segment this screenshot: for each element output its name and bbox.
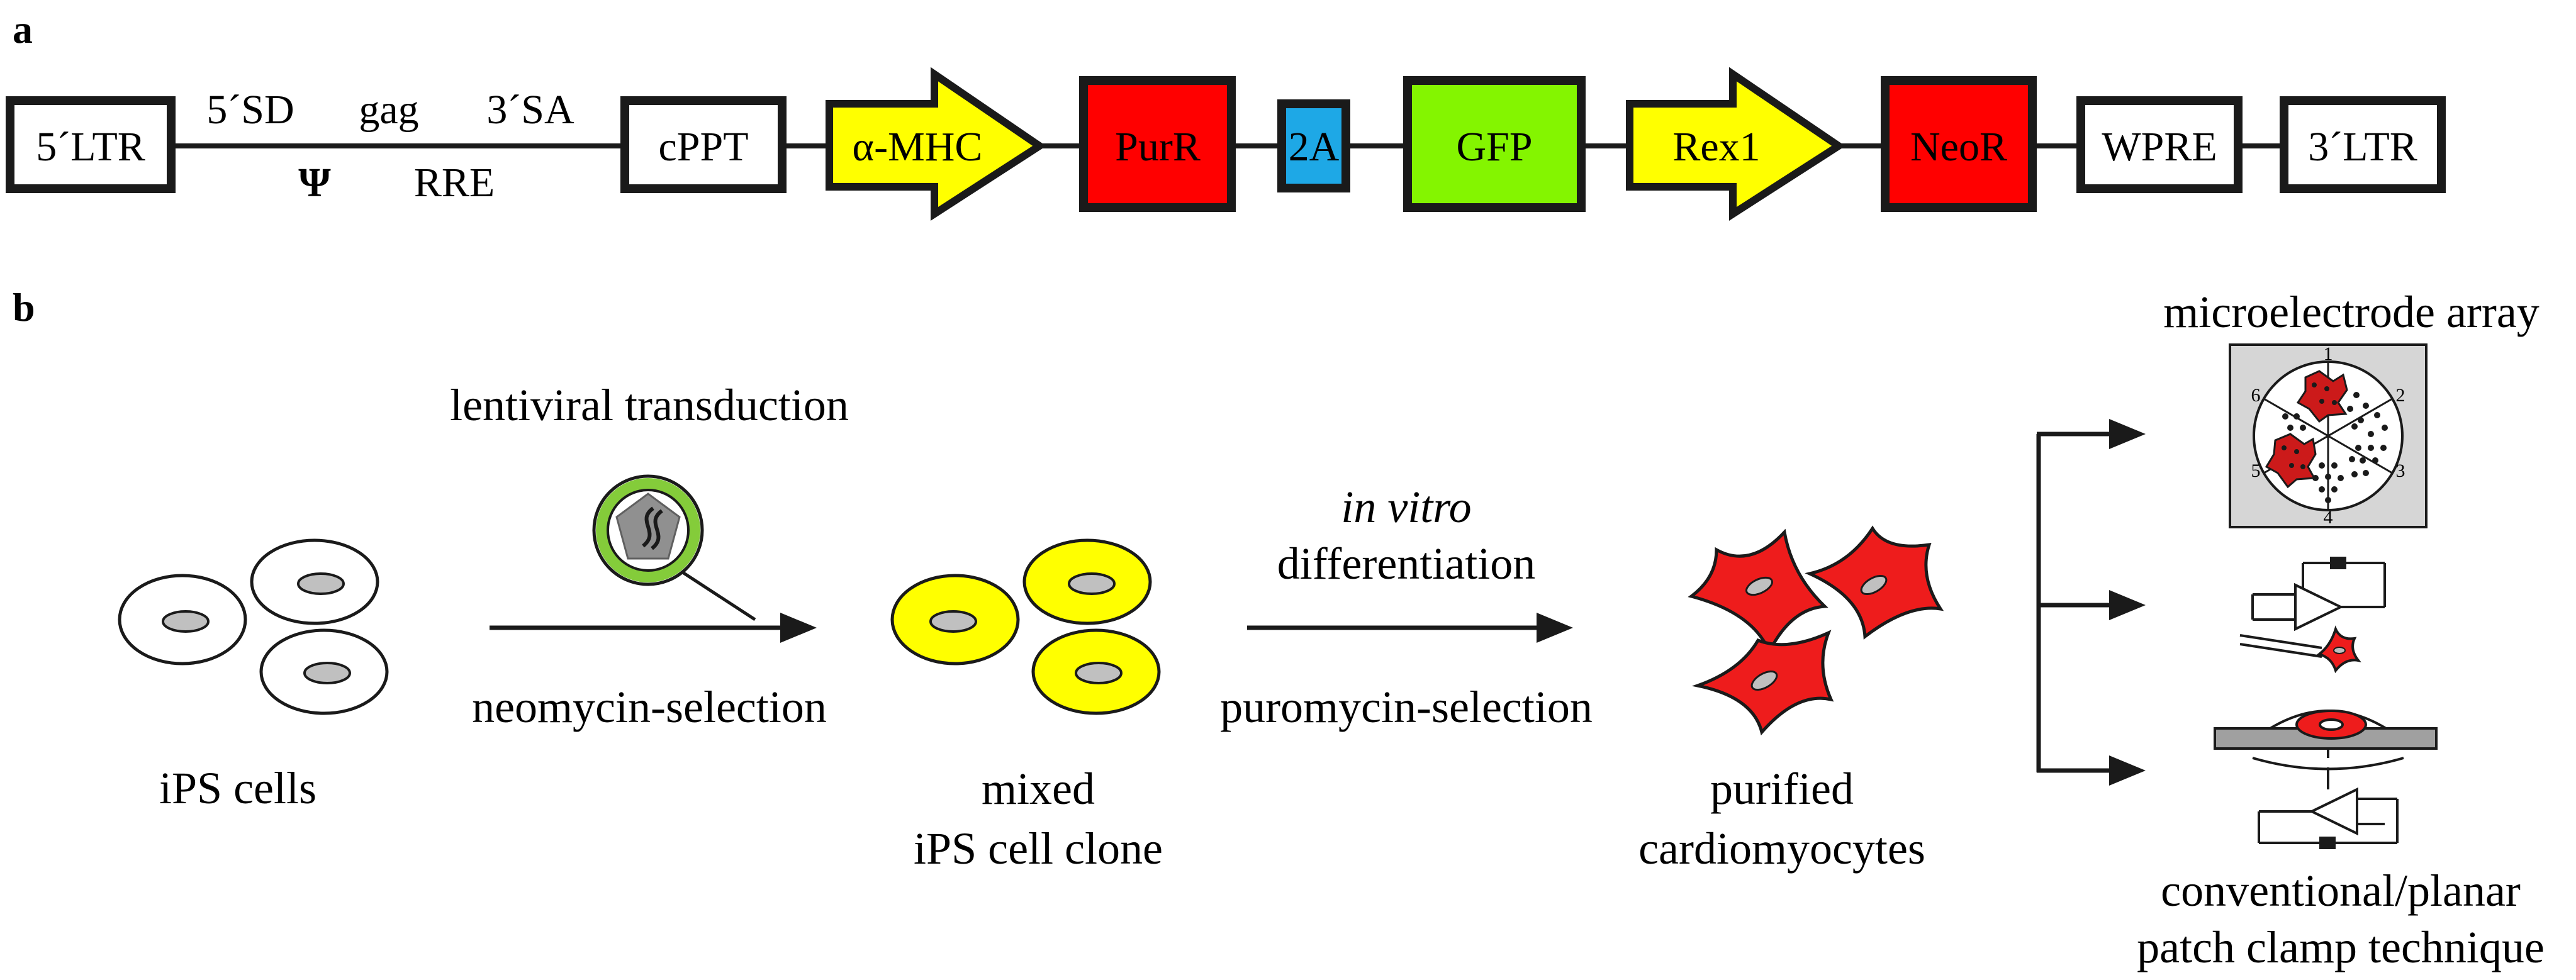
panel-a-label: a	[13, 7, 33, 52]
purified-line2: cardiomyocytes	[1638, 823, 1925, 874]
amhc-promoter-arrow: α-MHC	[826, 67, 1046, 221]
purr-label: PurR	[1115, 124, 1201, 170]
cppt-element: cPPT	[620, 96, 787, 193]
step2-top-italic: in vitro	[1341, 482, 1471, 532]
mea-cell-cluster	[2265, 433, 2317, 489]
step2-arrow	[1247, 613, 1573, 643]
ips-cell	[118, 574, 247, 665]
mixed-line1: mixed	[982, 764, 1095, 814]
mixed-nucleus	[929, 610, 977, 633]
mea-title: microelectrode array	[2163, 287, 2540, 337]
step2-bottom-label: puromycin-selection	[1220, 682, 1593, 732]
psi-label: Ψ	[298, 160, 331, 206]
electrode-dots	[2282, 392, 2388, 503]
mea-number-6: 6	[2251, 385, 2261, 406]
rre-label: RRE	[414, 160, 495, 206]
gfp-element: GFP	[1403, 76, 1586, 212]
sa3-label: 3´SA	[486, 87, 574, 133]
neor-label: NeoR	[1910, 124, 2007, 170]
panel-b-label: b	[13, 285, 35, 330]
planar-patch-clamp-icon	[2214, 710, 2438, 849]
microelectrode-array-icon: 1 2 3 4 5 6	[2229, 343, 2428, 528]
gag-label: gag	[359, 87, 418, 133]
cardiomyocyte-nucleus	[1745, 576, 1773, 596]
ips-nucleus	[303, 662, 351, 684]
cardiomyocyte	[1688, 528, 1828, 655]
amhc-label: α-MHC	[853, 124, 983, 170]
ips-cells-group	[118, 538, 389, 715]
wpre-label: WPRE	[2102, 124, 2217, 170]
rex1-label: Rex1	[1672, 124, 1760, 170]
ltr5-element: 5´LTR	[6, 96, 176, 193]
mixed-cell	[1022, 538, 1152, 625]
mea-cell-cluster	[2296, 370, 2348, 423]
step2-top-label: differentiation	[1277, 538, 1536, 589]
rna-strand	[641, 506, 654, 548]
gfp-label: GFP	[1456, 124, 1532, 170]
cardiomyocytes-group	[1688, 525, 1944, 736]
ips-nucleus	[297, 572, 345, 595]
mea-number-3: 3	[2396, 460, 2405, 481]
cardiomyocyte-nucleus	[1750, 670, 1778, 691]
lentivirus-icon	[592, 474, 756, 621]
mea-number-2: 2	[2396, 385, 2405, 406]
sd5-label: 5´SD	[206, 87, 294, 133]
step1-arrow	[490, 613, 817, 643]
wpre-element: WPRE	[2076, 96, 2243, 193]
cardiomyocyte	[1805, 525, 1944, 640]
t2a-element: 2A	[1277, 99, 1350, 192]
mea-number-1: 1	[2324, 343, 2333, 364]
mixed-nucleus	[1068, 572, 1116, 595]
ips-cell	[259, 628, 389, 715]
ips-cell	[250, 538, 379, 625]
t2a-label: 2A	[1289, 124, 1340, 170]
cardiomyocyte-nucleus	[1860, 574, 1888, 596]
mixed-line2: iPS cell clone	[914, 823, 1163, 874]
neor-element: NeoR	[1881, 76, 2037, 212]
ips-cells-label: iPS cells	[159, 763, 316, 813]
cardiomyocyte	[1691, 630, 1834, 736]
mixed-clone-group	[890, 538, 1161, 715]
mea-number-5: 5	[2251, 460, 2261, 481]
step1-bottom-label: neomycin-selection	[472, 682, 827, 732]
mixed-nucleus	[1075, 662, 1123, 684]
mixed-cell	[1031, 628, 1161, 715]
ltr3-label: 3´LTR	[2308, 124, 2417, 170]
rex1-promoter-arrow: Rex1	[1626, 67, 1845, 221]
mixed-cell	[890, 574, 1020, 665]
purified-line1: purified	[1710, 764, 1854, 814]
ltr5-label: 5´LTR	[36, 124, 145, 170]
cppt-label: cPPT	[658, 124, 748, 170]
step1-top-label: lentiviral transduction	[450, 380, 849, 430]
ips-nucleus	[162, 610, 210, 633]
branch-arrows	[2036, 419, 2146, 786]
patch-line1: conventional/planar	[2161, 866, 2521, 916]
mea-number-4: 4	[2324, 507, 2333, 528]
rna-strand	[650, 509, 663, 550]
ltr3-element: 3´LTR	[2280, 96, 2446, 193]
conventional-patch-clamp-icon	[2239, 557, 2386, 674]
patch-line2: patch clamp technique	[2137, 922, 2545, 972]
purr-element: PurR	[1079, 76, 1236, 212]
